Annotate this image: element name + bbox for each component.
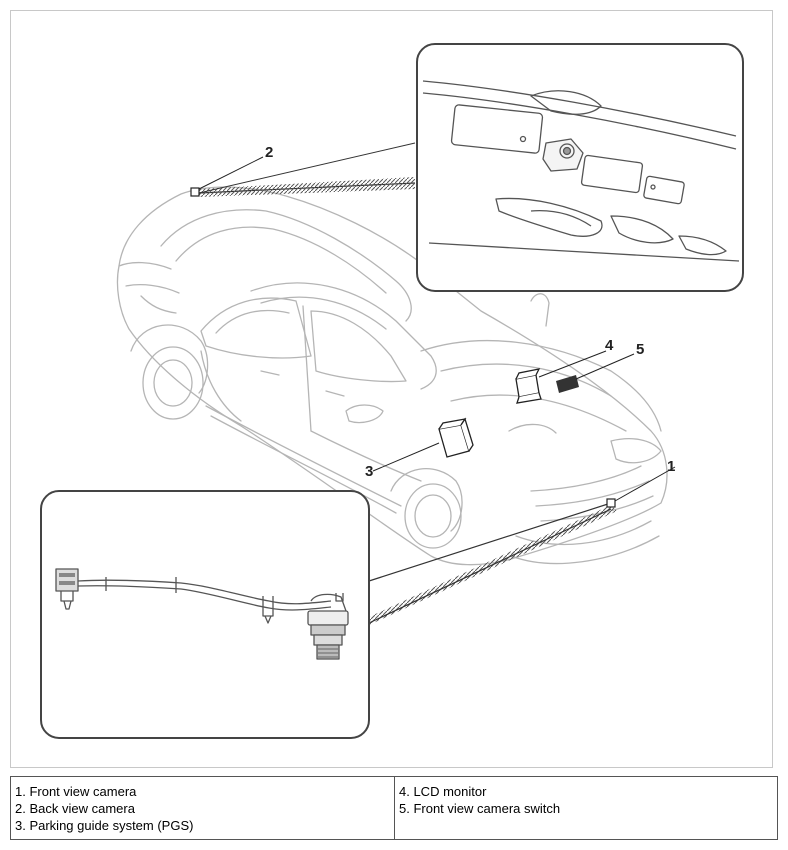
component-location-diagram: 1 2 3 4 5 — [10, 10, 773, 768]
front-camera-marker — [606, 498, 616, 508]
lcd-monitor — [515, 368, 542, 404]
back-camera-marker — [190, 187, 200, 197]
front-camera-switch — [556, 375, 579, 393]
legend-item-lcd-monitor: 4. LCD monitor — [399, 784, 487, 799]
vehicle-line-drawing — [40, 43, 744, 739]
front-camera-detail-inset — [40, 490, 370, 739]
legend-column-left: 1. Front view camera 2. Back view camera… — [11, 777, 395, 839]
legend-item-front-view-camera-switch: 5. Front view camera switch — [399, 801, 561, 816]
callout-5: 5 — [636, 341, 645, 358]
car-outline — [116, 186, 668, 566]
leader-line-front-lower — [368, 508, 612, 624]
legend-item-back-view-camera: 2. Back view camera — [15, 801, 135, 816]
component-legend-table: 1. Front view camera 2. Back view camera… — [10, 776, 778, 840]
legend-column-right: 4. LCD monitor 5. Front view camera swit… — [395, 777, 777, 839]
pgs-unit — [438, 417, 474, 458]
back-camera-detail-inset — [416, 43, 744, 292]
callout-1: 1 — [667, 458, 676, 475]
callout-4: 4 — [605, 337, 614, 354]
callout-2: 2 — [265, 144, 274, 161]
leader-line-front-upper — [368, 502, 612, 582]
legend-item-front-view-camera: 1. Front view camera — [15, 784, 137, 799]
callout-3: 3 — [365, 463, 374, 480]
legend-item-parking-guide-system: 3. Parking guide system (PGS) — [15, 818, 194, 833]
